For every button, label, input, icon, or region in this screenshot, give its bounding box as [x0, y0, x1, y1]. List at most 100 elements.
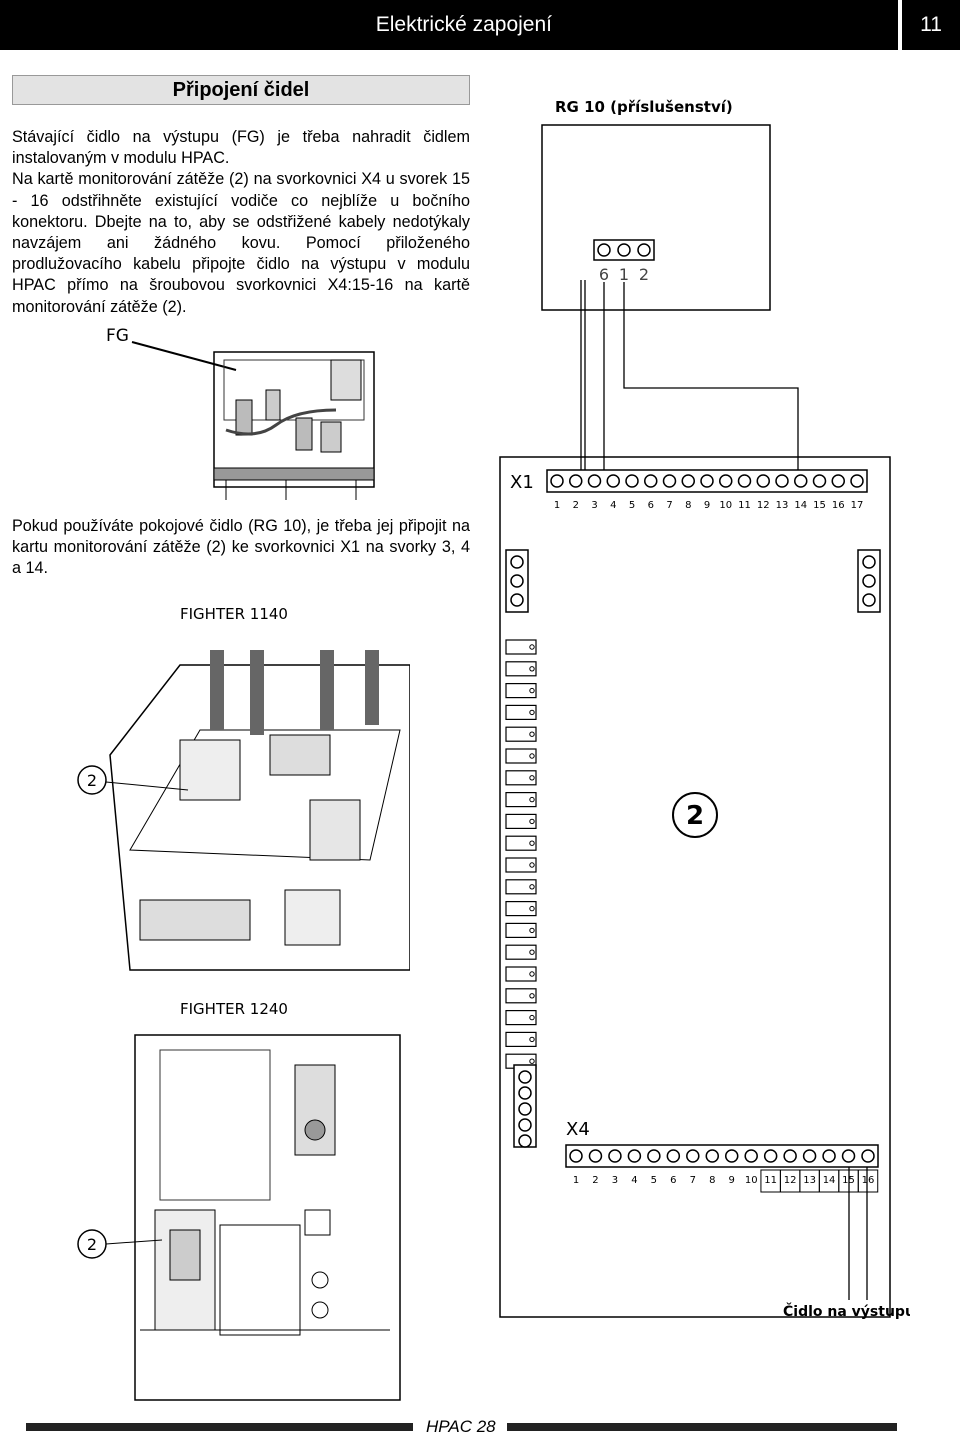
rg10-title: RG 10 (příslušenství): [555, 98, 733, 116]
load-monitor-board: [499, 456, 891, 1318]
x4-terminal-label: 5: [651, 1175, 657, 1186]
fg-label: FG: [106, 326, 129, 346]
x4-terminal: [647, 1149, 661, 1163]
x1-terminal-label: 5: [629, 500, 635, 511]
sensor-label: Čidlo na výstupu: [783, 1302, 910, 1320]
x4-terminal: [608, 1149, 622, 1163]
side-connector-pin: [529, 927, 535, 934]
x4-terminal: [724, 1149, 739, 1163]
side-connector: [505, 857, 537, 873]
side-connector: [505, 748, 537, 764]
side-connector: [505, 1009, 537, 1026]
room-sensor-paragraph: Pokud používáte pokojové čidlo (RG 10), …: [12, 517, 470, 578]
paragraph-line: Stávající čidlo na výstupu (FG) je třeba…: [12, 128, 470, 168]
page-number: 11: [902, 0, 960, 50]
x4-terminal: [861, 1149, 875, 1163]
x4-terminal: [822, 1149, 836, 1163]
side-connector-pin: [529, 753, 535, 759]
x4-terminal: [627, 1149, 642, 1163]
x1-label: X1: [510, 472, 534, 493]
x4-terminal-label: 8: [709, 1175, 715, 1186]
x1-terminal: [662, 474, 677, 488]
x1-terminal: [569, 474, 583, 488]
side-connector: [505, 726, 537, 742]
x1-terminal-label: 2: [573, 500, 579, 511]
side-connector: [505, 704, 537, 721]
fighter-1140-illustration: 2: [77, 650, 410, 971]
x4-terminal: [802, 1149, 817, 1163]
x1-terminal: [737, 474, 752, 488]
x1-terminal-label: 1: [554, 500, 560, 511]
x1-terminal-label: 15: [813, 500, 826, 511]
x1-terminal: [831, 474, 845, 488]
side-connector: [505, 682, 537, 699]
side-connector: [505, 791, 537, 808]
rg10-terminal-label: 6: [599, 265, 609, 284]
side-connector: [505, 661, 537, 677]
x1-terminal: [756, 474, 770, 488]
fighter-1140-title: FIGHTER 1140: [180, 605, 288, 623]
x1-terminal: [644, 474, 658, 488]
section-title: Připojení čidel: [12, 75, 470, 105]
side-connector-pin: [529, 949, 535, 955]
rg10-terminal-label: 2: [639, 265, 649, 284]
side-connector-pin: [529, 687, 535, 694]
side-connector-pin: [529, 993, 535, 999]
x4-terminal-label: 3: [612, 1175, 618, 1186]
x4-terminal: [841, 1149, 856, 1163]
x4-terminal-label: 2: [592, 1175, 598, 1186]
x1-terminal-label: 17: [851, 500, 864, 511]
side-connector-pin: [529, 1014, 535, 1021]
x1-terminal-label: 12: [757, 500, 770, 511]
x1-terminal-label: 14: [794, 500, 807, 511]
x1-terminal: [850, 474, 864, 488]
footer-rule-right: [507, 1423, 897, 1431]
fighter-1240-title: FIGHTER 1240: [180, 1000, 288, 1018]
x1-terminal-label: 10: [719, 500, 732, 511]
x4-terminal: [666, 1149, 681, 1163]
x1-terminal: [794, 474, 808, 488]
x4-terminal-label: 11: [764, 1175, 777, 1186]
fighter-1240-illustration: 2: [77, 1034, 401, 1401]
x1-terminal: [775, 474, 789, 488]
side-connector: [505, 813, 537, 830]
side-connector: [505, 900, 537, 917]
x1-terminal: [625, 474, 639, 488]
intro-paragraph: Stávající čidlo na výstupu (FG) je třeba…: [12, 127, 470, 318]
rg10-box: [541, 124, 771, 311]
fighter-1240-callout: 2: [87, 1235, 97, 1254]
x4-terminal-label: 6: [670, 1175, 676, 1186]
x4-terminal-label: 4: [631, 1175, 637, 1186]
side-connector-pin: [529, 644, 535, 650]
x1-terminal: [606, 474, 620, 488]
side-connector-pin: [529, 731, 535, 737]
fg-unit-illustration: [131, 341, 375, 500]
x4-terminal: [783, 1149, 797, 1163]
x4-terminal: [588, 1149, 603, 1163]
side-connector: [505, 922, 537, 939]
side-connector-pin: [529, 796, 535, 803]
side-connector: [505, 770, 537, 786]
footer-label: HPAC 28: [426, 1417, 496, 1436]
x4-terminal-label: 14: [823, 1175, 836, 1186]
board-callout: 2: [686, 801, 704, 831]
x4-terminal-cell: [857, 1169, 879, 1193]
x4-terminal-label: 7: [690, 1175, 696, 1186]
x1-terminal: [587, 474, 602, 488]
x1-terminal-label: 13: [776, 500, 789, 511]
side-connector-pin: [529, 840, 535, 846]
x1-terminal: [812, 474, 827, 488]
x1-terminal: [550, 474, 564, 488]
x1-terminal-label: 11: [738, 500, 751, 511]
rg10-terminal-label: 1: [619, 265, 629, 284]
x1-terminal-label: 8: [685, 500, 691, 511]
x1-terminal-label: 7: [666, 500, 672, 511]
side-connector: [505, 639, 537, 655]
x4-terminal: [686, 1149, 700, 1163]
x4-terminal: [569, 1149, 583, 1163]
paragraph-line: Na kartě monitorování zátěže (2) na svor…: [12, 170, 470, 316]
x4-terminal-label: 9: [729, 1175, 735, 1186]
side-connector-pin: [529, 905, 535, 912]
x4-terminal: [744, 1149, 758, 1163]
header-title: Elektrické zapojení: [0, 0, 898, 50]
